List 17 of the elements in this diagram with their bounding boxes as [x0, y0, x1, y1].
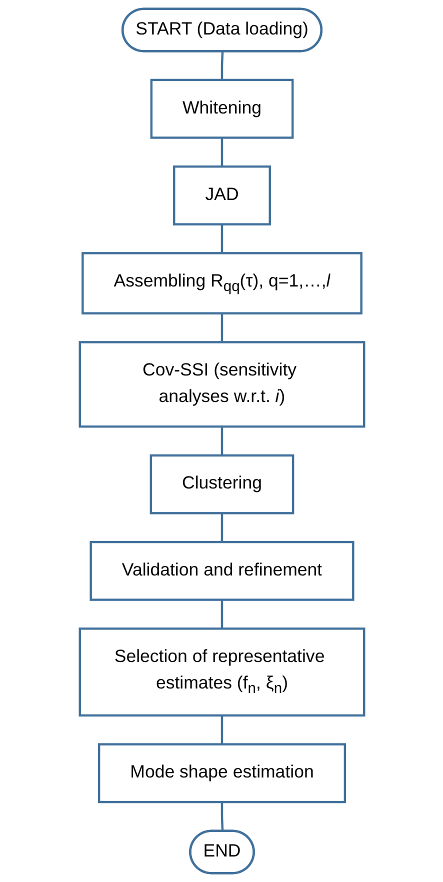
connector	[220, 600, 223, 629]
node-box: JAD	[172, 165, 270, 226]
node-box: Mode shape estimation	[97, 743, 346, 804]
connector	[220, 313, 223, 342]
connector	[220, 802, 224, 832]
node-box: Validation and refinement	[89, 540, 354, 601]
connector	[220, 52, 224, 80]
node-box: Cov-SSI (sensitivity analyses w.r.t. i)	[78, 341, 365, 428]
connector	[220, 138, 223, 167]
node-box: Clustering	[149, 454, 294, 514]
connector	[220, 513, 223, 542]
connector	[220, 224, 223, 254]
node-box: Whitening	[150, 78, 294, 139]
node-box: Assembling R$_{qq}$(τ), q=1,…,l	[81, 252, 362, 314]
connector	[220, 426, 223, 456]
connector	[220, 715, 223, 744]
node-box: Selection of representative estimates (f$_{n}$, ξ$_{n}$)	[78, 628, 365, 717]
